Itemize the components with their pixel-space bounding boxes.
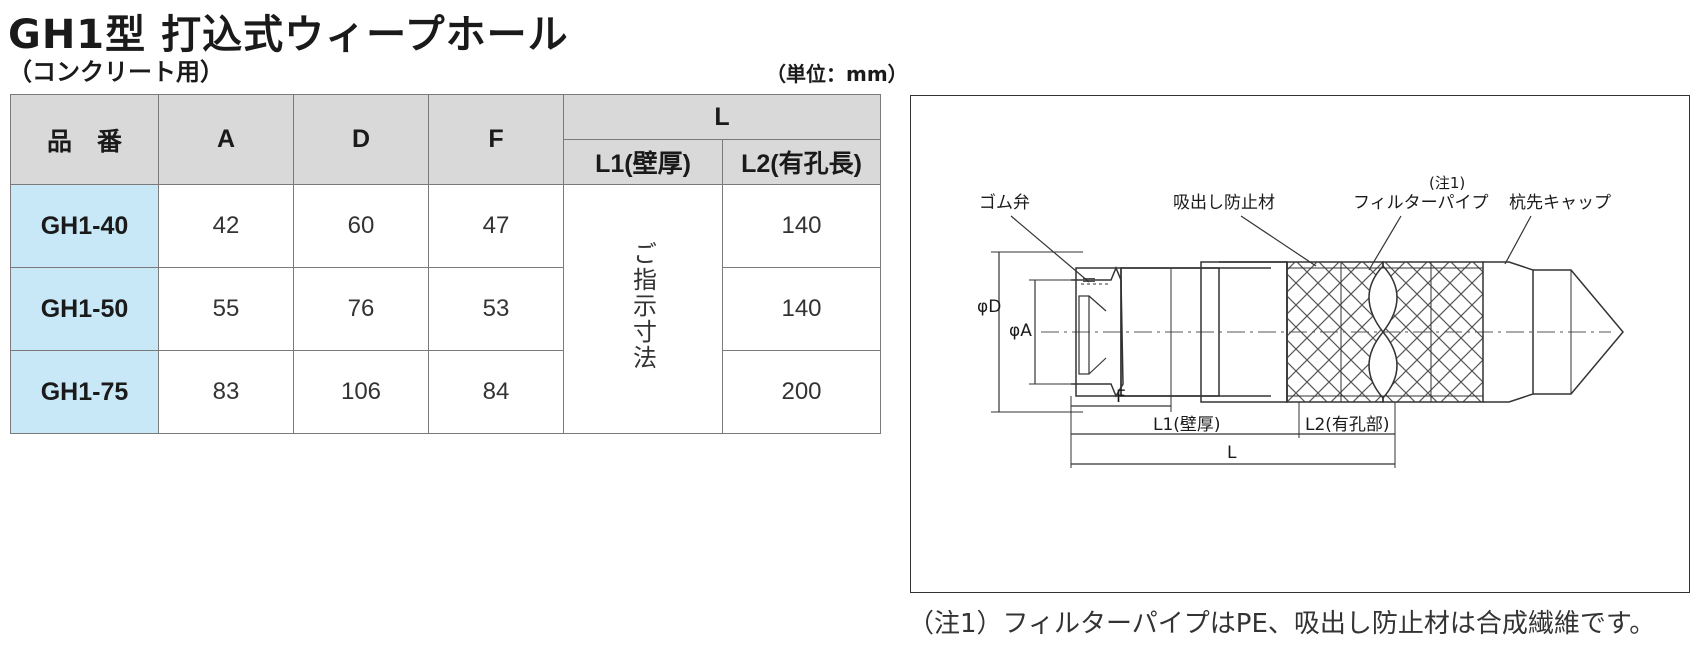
- label-note-mark: (注1): [1429, 174, 1465, 192]
- cell-l2: 140: [722, 267, 881, 351]
- pipe-body: [1120, 261, 1288, 403]
- filter-pipe: [1286, 261, 1484, 403]
- cell-d: 106: [293, 350, 429, 434]
- label-dim-l: L: [1227, 443, 1237, 463]
- cell-l2: 140: [722, 184, 881, 268]
- leader-absorb-material: [1240, 215, 1317, 267]
- label-rubber-valve: ゴム弁: [979, 192, 1030, 213]
- header-d: D: [293, 94, 429, 185]
- cell-d: 60: [293, 184, 429, 268]
- l1-note-text: ご指示寸法: [628, 240, 657, 371]
- header-model: 品 番: [10, 94, 159, 185]
- page-subtitle: （コンクリート用）: [8, 58, 224, 86]
- header-a: A: [158, 94, 294, 185]
- header-l1: L1(壁厚): [563, 139, 723, 185]
- leader-rubber-valve: [1010, 215, 1090, 283]
- cell-model: GH1-40: [10, 184, 159, 268]
- cell-l1-note: ご指示寸法: [563, 184, 723, 434]
- footnote: （注1）フィルターパイプはPE、吸出し防止材は合成繊維です。: [908, 609, 1656, 639]
- page-title: GH1型 打込式ウィープホール: [8, 12, 569, 58]
- cell-f: 84: [428, 350, 564, 434]
- cell-model: GH1-50: [10, 267, 159, 351]
- header-l: L: [563, 94, 881, 140]
- label-phi-d: φD: [977, 297, 1001, 317]
- header-l2: L2(有孔長): [722, 139, 881, 185]
- cell-a: 55: [158, 267, 294, 351]
- leader-tip-cap: [1504, 215, 1532, 265]
- unit-label: （単位：mm）: [766, 62, 908, 86]
- table-row: GH1-75 83 106 84 200: [10, 350, 881, 434]
- label-dim-l1: L1(壁厚): [1153, 415, 1221, 435]
- label-tip-cap: 杭先キャップ: [1509, 193, 1611, 213]
- label-dim-f: F: [1116, 387, 1126, 407]
- label-phi-a: φA: [1009, 321, 1032, 341]
- label-dim-l2: L2(有孔部): [1305, 415, 1390, 435]
- cell-a: 42: [158, 184, 294, 268]
- label-absorb-material: 吸出し防止材: [1173, 193, 1275, 213]
- weep-hole-diagram: ゴム弁 吸出し防止材 (注1) フィルターパイプ 杭先キャップ φD φA F …: [910, 95, 1690, 593]
- cell-d: 76: [293, 267, 429, 351]
- cell-l2: 200: [722, 350, 881, 434]
- table-row: GH1-40 42 60 47 ご指示寸法 140: [10, 184, 881, 434]
- table-row: GH1-50 55 76 53 140: [10, 267, 881, 351]
- tip-cap: [1483, 261, 1624, 403]
- label-filter-pipe: フィルターパイプ: [1353, 193, 1489, 213]
- leader-filter-pipe: [1368, 215, 1402, 271]
- cell-f: 53: [428, 267, 564, 351]
- cell-f: 47: [428, 184, 564, 268]
- cell-a: 83: [158, 350, 294, 434]
- cell-model: GH1-75: [10, 350, 159, 434]
- diagram-svg: ゴム弁 吸出し防止材 (注1) フィルターパイプ 杭先キャップ φD φA F …: [977, 174, 1624, 468]
- spec-table: 品 番 A D F L L1(壁厚) L2(有孔長) GH1-40 42 60 …: [10, 94, 881, 434]
- header-f: F: [428, 94, 564, 185]
